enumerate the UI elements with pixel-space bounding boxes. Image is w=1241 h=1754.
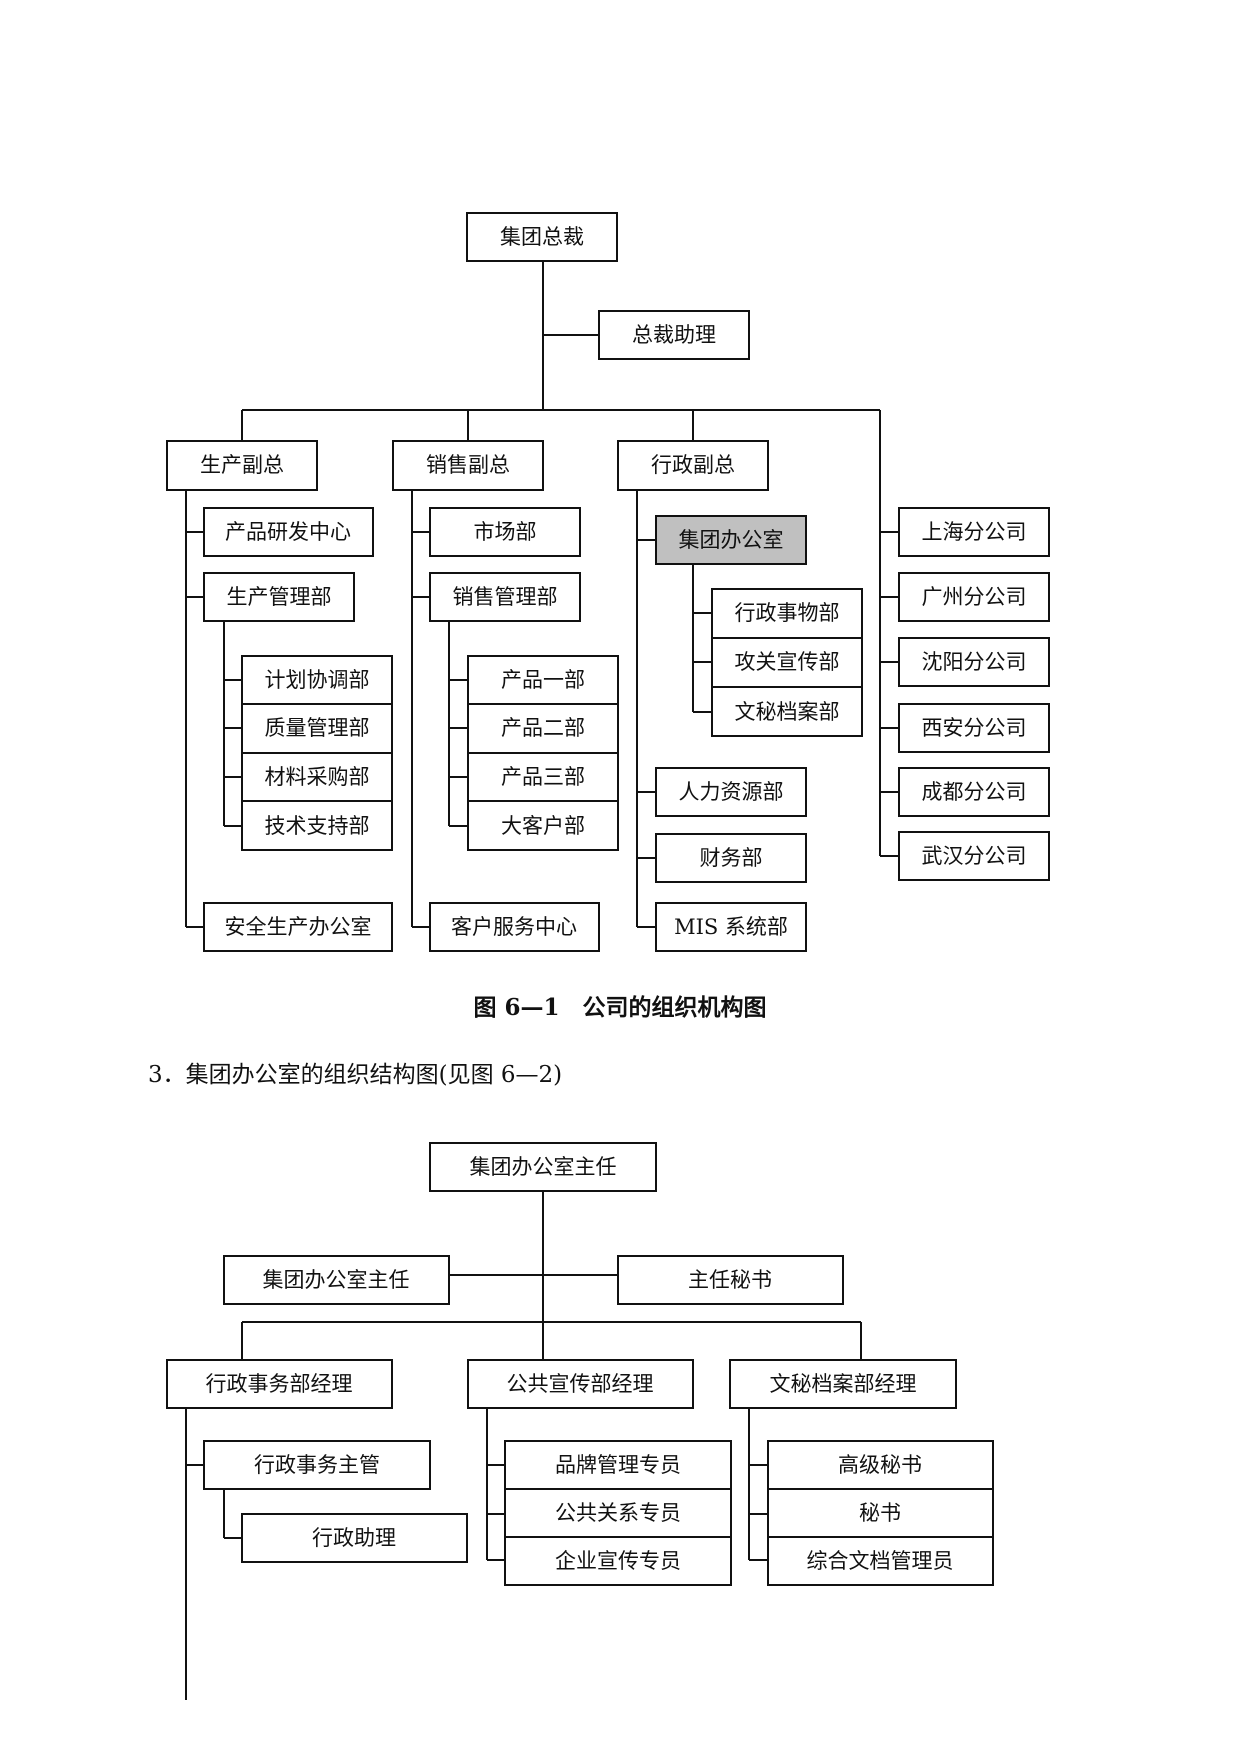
- node-director-secretary-label: 主任秘书: [688, 1268, 772, 1292]
- node-office-director-label: 集团办公室主任: [470, 1155, 617, 1179]
- node-production-mgmt-label: 生产管理部: [227, 585, 332, 609]
- node-admin-assistant: 行政助理: [241, 1513, 468, 1563]
- node-pr-specialist: 公共关系专员: [555, 1501, 681, 1525]
- node-branch-xian: 西安分公司: [898, 703, 1050, 753]
- node-director-secretary: 主任秘书: [617, 1255, 844, 1305]
- node-finance: 财务部: [655, 833, 807, 883]
- node-branch-chengdu-label: 成都分公司: [922, 780, 1027, 804]
- node-key-accounts: 大客户部: [501, 814, 585, 838]
- node-product-dept-2: 产品二部: [501, 716, 585, 740]
- node-admin-supervisor-label: 行政事务主管: [254, 1453, 380, 1477]
- node-ceo: 集团总裁: [466, 212, 618, 262]
- node-ceo-assistant: 总裁助理: [598, 310, 750, 360]
- section-paragraph: 3．集团办公室的组织结构图(见图 6—2): [148, 1062, 562, 1088]
- node-branch-guangzhou: 广州分公司: [898, 572, 1050, 622]
- node-ceo-label: 集团总裁: [500, 225, 584, 249]
- chart2-connectors: [185, 1190, 862, 1700]
- node-customer-service-label: 客户服务中心: [451, 915, 577, 939]
- node-pr-publicity: 攻关宣传部: [735, 650, 840, 674]
- node-branch-shanghai-label: 上海分公司: [922, 520, 1027, 544]
- node-customer-service: 客户服务中心: [429, 902, 600, 952]
- node-senior-secretary: 高级秘书: [838, 1453, 922, 1477]
- company-org-chart: 集团总裁 总裁助理 生产副总 产品研发中心 生产管理部 计划协调部 质量管理部 …: [166, 212, 1050, 952]
- node-admin-assistant-label: 行政助理: [312, 1526, 396, 1550]
- node-secretary: 秘书: [859, 1501, 901, 1525]
- node-admin-affairs-manager: 行政事务部经理: [166, 1359, 393, 1409]
- node-mis-label: MIS 系统部: [674, 915, 788, 939]
- node-admin-affairs: 行政事物部: [735, 601, 840, 625]
- node-admin-vp-label: 行政副总: [651, 453, 735, 477]
- node-quality-mgmt: 质量管理部: [265, 716, 370, 740]
- node-rd-center: 产品研发中心: [203, 507, 374, 557]
- group-office-org-chart: 集团办公室主任 集团办公室主任 主任秘书 行政事务部经理 公共宣传部经理 文秘档…: [166, 1142, 994, 1700]
- node-product-dept-1: 产品一部: [501, 668, 585, 692]
- node-document-manager: 综合文档管理员: [807, 1549, 954, 1573]
- node-group-office: 集团办公室: [655, 515, 807, 565]
- node-ceo-assistant-label: 总裁助理: [632, 323, 716, 347]
- node-production-mgmt: 生产管理部: [203, 572, 355, 622]
- production-sub-stack: 计划协调部 质量管理部 材料采购部 技术支持部: [241, 655, 393, 851]
- node-branch-xian-label: 西安分公司: [922, 716, 1027, 740]
- group-office-sub-stack: 行政事物部 攻关宣传部 文秘档案部: [711, 588, 863, 737]
- node-office-director-left-label: 集团办公室主任: [263, 1268, 410, 1292]
- node-admin-supervisor: 行政事务主管: [203, 1440, 431, 1490]
- node-safety-office-label: 安全生产办公室: [225, 915, 372, 939]
- node-brand-specialist: 品牌管理专员: [555, 1453, 681, 1477]
- node-planning-coordination: 计划协调部: [265, 668, 370, 692]
- node-group-office-label: 集团办公室: [679, 528, 784, 552]
- node-sales-vp-label: 销售副总: [426, 453, 510, 477]
- node-publicity-manager: 公共宣传部经理: [467, 1359, 694, 1409]
- node-secretarial-manager-label: 文秘档案部经理: [770, 1372, 917, 1396]
- node-admin-vp: 行政副总: [617, 440, 769, 491]
- node-sales-vp: 销售副总: [392, 440, 544, 491]
- node-tech-support: 技术支持部: [265, 814, 370, 838]
- node-branch-wuhan-label: 武汉分公司: [922, 844, 1027, 868]
- node-secretarial-manager: 文秘档案部经理: [729, 1359, 957, 1409]
- node-branch-shenyang-label: 沈阳分公司: [922, 650, 1027, 674]
- secretarial-staff-stack: 高级秘书 秘书 综合文档管理员: [767, 1440, 994, 1586]
- node-mis: MIS 系统部: [655, 902, 807, 952]
- node-sales-mgmt: 销售管理部: [429, 572, 581, 622]
- sales-sub-stack: 产品一部 产品二部 产品三部 大客户部: [467, 655, 619, 851]
- node-sales-mgmt-label: 销售管理部: [453, 585, 558, 609]
- node-branch-wuhan: 武汉分公司: [898, 831, 1050, 881]
- node-office-director: 集团办公室主任: [429, 1142, 657, 1192]
- node-secretarial-archives: 文秘档案部: [735, 700, 840, 724]
- node-materials-purchasing: 材料采购部: [265, 765, 370, 789]
- node-production-vp: 生产副总: [166, 440, 318, 491]
- node-marketing-label: 市场部: [474, 520, 537, 544]
- node-branch-shanghai: 上海分公司: [898, 507, 1050, 557]
- node-branch-guangzhou-label: 广州分公司: [922, 585, 1027, 609]
- chart1-connectors: [185, 262, 899, 928]
- node-production-vp-label: 生产副总: [200, 453, 284, 477]
- node-safety-office: 安全生产办公室: [203, 902, 393, 952]
- node-corporate-publicity-specialist: 企业宣传专员: [555, 1549, 681, 1573]
- node-rd-center-label: 产品研发中心: [225, 520, 351, 544]
- node-office-director-left: 集团办公室主任: [223, 1255, 450, 1305]
- node-branch-shenyang: 沈阳分公司: [898, 637, 1050, 687]
- node-human-resources-label: 人力资源部: [679, 780, 784, 804]
- node-admin-affairs-manager-label: 行政事务部经理: [206, 1372, 353, 1396]
- node-marketing: 市场部: [429, 507, 581, 557]
- node-branch-chengdu: 成都分公司: [898, 767, 1050, 817]
- node-finance-label: 财务部: [700, 846, 763, 870]
- node-human-resources: 人力资源部: [655, 767, 807, 817]
- node-product-dept-3: 产品三部: [501, 765, 585, 789]
- node-publicity-manager-label: 公共宣传部经理: [507, 1372, 654, 1396]
- node-group-office-highlight: [655, 515, 807, 565]
- publicity-staff-stack: 品牌管理专员 公共关系专员 企业宣传专员: [504, 1440, 732, 1586]
- figure-caption-6-1: 图 6—1 公司的组织机构图: [473, 994, 766, 1021]
